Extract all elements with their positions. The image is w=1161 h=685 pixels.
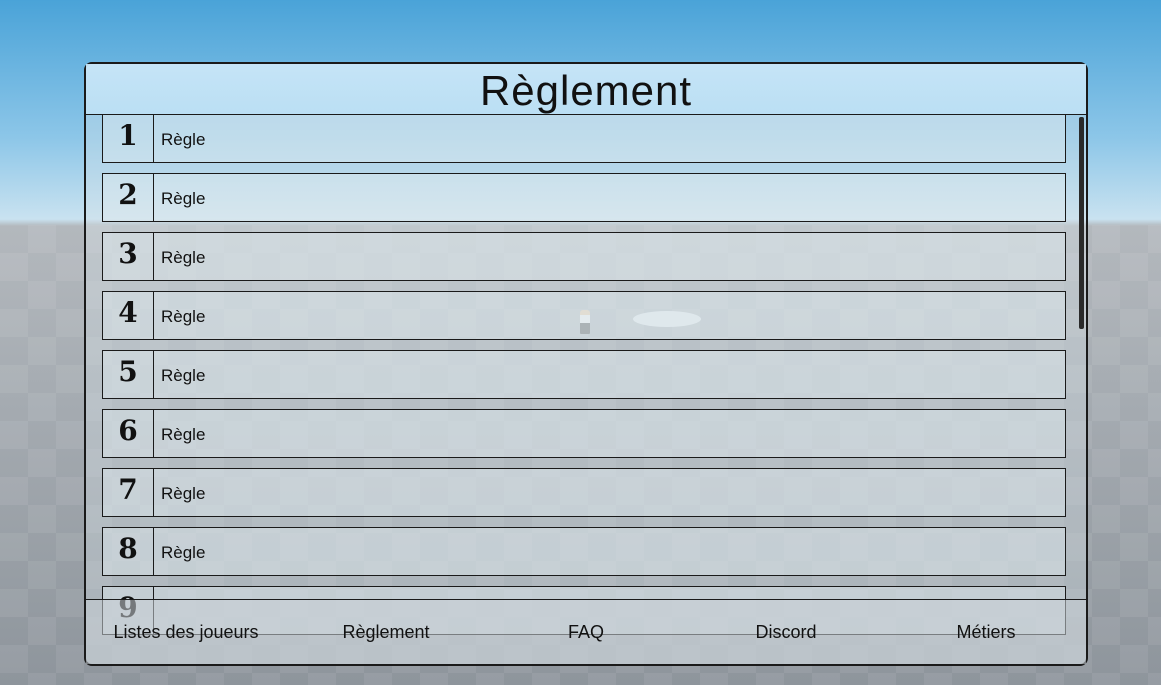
rule-number: 5: [103, 351, 154, 398]
nav-rules-button[interactable]: Règlement: [342, 622, 430, 642]
spawn-pad: [633, 311, 701, 327]
rule-text: Règle: [161, 307, 206, 326]
rule-text: Règle: [161, 484, 206, 503]
rule-text: Règle: [161, 366, 206, 385]
rule-row: 2 Règle: [102, 173, 1066, 222]
rule-row: 3 Règle: [102, 232, 1066, 281]
rule-row: 1 Règle: [102, 114, 1066, 163]
nav-jobs-button[interactable]: Métiers: [956, 622, 1016, 642]
rule-text: Règle: [161, 130, 206, 149]
rule-number: 8: [103, 528, 154, 575]
rule-row: 4 Règle: [102, 291, 1066, 340]
nav-faq-button[interactable]: FAQ: [567, 622, 604, 642]
rules-list[interactable]: 1 Règle 2 Règle 3 Règle 4 Règle 5 Règle …: [86, 114, 1086, 635]
rule-text: Règle: [161, 248, 206, 267]
panel-header: Règlement: [86, 64, 1086, 115]
player-avatar: [580, 310, 590, 334]
rule-row: 7 Règle: [102, 468, 1066, 517]
rule-text: Règle: [161, 189, 206, 208]
rule-number: 4: [103, 292, 154, 339]
rule-text: Règle: [161, 543, 206, 562]
rule-number: 1: [103, 115, 154, 162]
rule-row: 8 Règle: [102, 527, 1066, 576]
rule-number: 6: [103, 410, 154, 457]
rule-text: Règle: [161, 425, 206, 444]
rule-number: 3: [103, 233, 154, 280]
bottom-nav: Listes des joueurs Règlement FAQ Discord…: [86, 599, 1086, 664]
rule-row: 5 Règle: [102, 350, 1066, 399]
nav-players-button[interactable]: Listes des joueurs: [113, 622, 259, 642]
nav-discord-button[interactable]: Discord: [755, 622, 817, 642]
rules-scrollbar[interactable]: [1079, 117, 1084, 329]
rule-row: 6 Règle: [102, 409, 1066, 458]
rule-number: 2: [103, 174, 154, 221]
panel-title: Règlement: [479, 67, 693, 114]
rule-number: 7: [103, 469, 154, 516]
rules-panel: Règlement 1 Règle 2 Règle 3 Règle 4 Règl…: [84, 62, 1088, 666]
